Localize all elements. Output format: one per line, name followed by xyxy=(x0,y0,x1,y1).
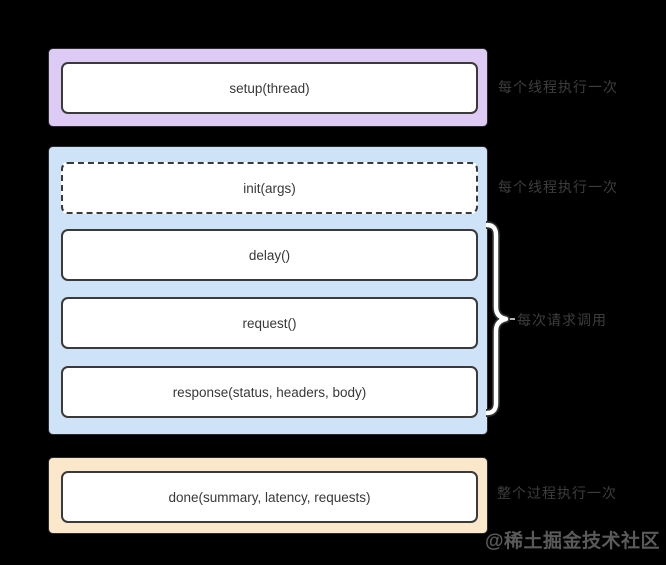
init-function-box: init(args) xyxy=(61,162,478,214)
annotation-setup-per-thread: 每个线程执行一次 xyxy=(498,79,618,95)
thread-group: init(args) delay() request() response(st… xyxy=(48,146,488,435)
juejin-community-watermark: @稀土掘金技术社区 xyxy=(484,531,660,552)
request-function-box: request() xyxy=(61,297,478,349)
response-function-box: response(status, headers, body) xyxy=(61,366,478,418)
setup-group: setup(thread) xyxy=(48,48,488,127)
delay-function-box: delay() xyxy=(61,229,478,281)
setup-function-box: setup(thread) xyxy=(61,62,478,114)
annotation-per-request: 每次请求调用 xyxy=(517,312,607,328)
annotation-init-per-thread: 每个线程执行一次 xyxy=(498,179,618,195)
right-curly-brace-icon xyxy=(486,221,515,417)
done-function-box: done(summary, latency, requests) xyxy=(61,471,478,523)
annotation-done-once: 整个过程执行一次 xyxy=(497,485,617,501)
done-group: done(summary, latency, requests) xyxy=(48,457,488,534)
